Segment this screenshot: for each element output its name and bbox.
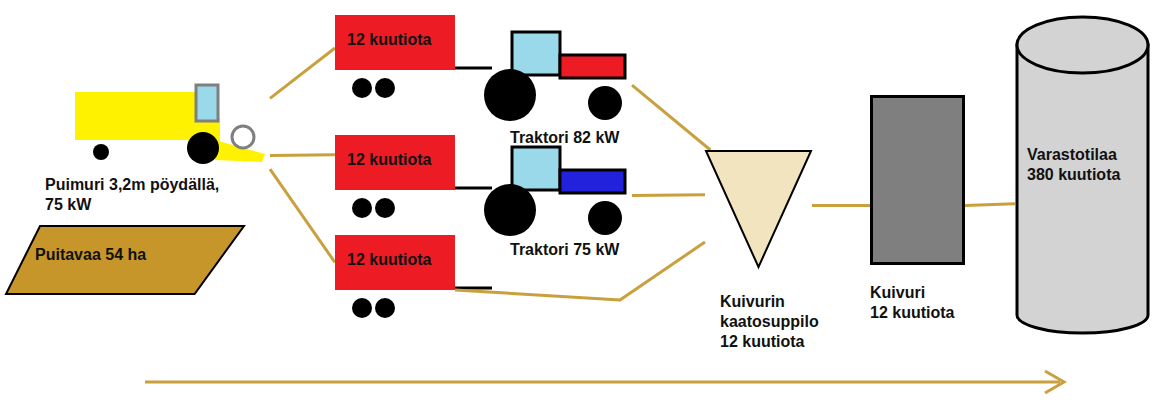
arrow-shaft <box>145 381 1060 384</box>
flow-line <box>270 48 335 98</box>
storage-silo: Varastotilaa 380 kuutiota <box>1015 15 1150 335</box>
wheel <box>588 86 622 120</box>
node-label: Puitavaa 54 ha <box>35 245 215 265</box>
tractor <box>484 147 625 236</box>
wheel <box>187 132 219 164</box>
trailer-box: 12 kuutiota <box>335 135 455 190</box>
node-label: Puimuri 3,2m pöydällä, 75 kW <box>45 175 230 215</box>
tractor: Traktori 75 kW <box>480 145 632 237</box>
trailer-box: 12 kuutiota <box>335 235 455 290</box>
flow-line <box>632 85 710 150</box>
node-label: Varastotilaa 380 kuutiota <box>1027 145 1139 185</box>
flow-line <box>270 153 335 157</box>
wheel <box>352 298 372 318</box>
wheel <box>352 78 372 98</box>
combine-cab <box>196 85 218 121</box>
node-label: Traktori 82 kW <box>510 128 650 148</box>
arrow-head <box>1045 371 1064 393</box>
combine-reel <box>232 126 254 148</box>
node-label: 12 kuutiota <box>347 150 451 170</box>
node-label: Kuivurin kaatosuppilo 12 kuutiota <box>720 292 835 352</box>
tractor-hood <box>560 55 625 78</box>
drawbar <box>455 67 492 70</box>
wheel <box>375 78 395 98</box>
dryer-box: Kuivuri12 kuutiota <box>870 95 965 265</box>
flow-line <box>965 204 1015 206</box>
drawbar <box>455 187 492 190</box>
node-label: Kuivuri <box>870 283 980 303</box>
wheel <box>93 144 109 160</box>
intake-funnel: Kuivurin kaatosuppilo 12 kuutiota <box>705 150 812 268</box>
tractor-cab <box>512 32 560 75</box>
flow-line <box>270 169 335 262</box>
funnel-outline <box>705 150 812 268</box>
node-label: 12 kuutiota <box>347 250 451 270</box>
field-area: Puitavaa 54 ha <box>5 225 245 295</box>
field-shape <box>6 226 244 294</box>
wheel <box>375 198 395 218</box>
combine-harvester <box>75 85 265 164</box>
tractor-cab <box>512 147 560 190</box>
combine-harvester: Puimuri 3,2m pöydällä, 75 kW <box>70 80 270 172</box>
silo-body <box>1017 45 1148 333</box>
wheel <box>484 184 536 236</box>
flow-line <box>632 193 705 197</box>
node-label: 12 kuutiota <box>870 303 980 323</box>
tractor-hood <box>560 170 625 193</box>
combine-body <box>75 92 197 140</box>
trailer-box: 12 kuutiota <box>335 15 455 70</box>
node-label: 12 kuutiota <box>347 30 451 50</box>
funnel-shape <box>706 151 811 267</box>
direction-arrow <box>145 371 1064 393</box>
wheel <box>375 298 395 318</box>
tractor <box>484 32 625 121</box>
flow-line <box>812 204 870 207</box>
wheel <box>588 201 622 235</box>
wheel <box>352 198 372 218</box>
wheel <box>484 69 536 121</box>
tractor: Traktori 82 kW <box>480 30 632 122</box>
node-label: Traktori 75 kW <box>510 240 650 260</box>
silo-top <box>1017 17 1148 73</box>
